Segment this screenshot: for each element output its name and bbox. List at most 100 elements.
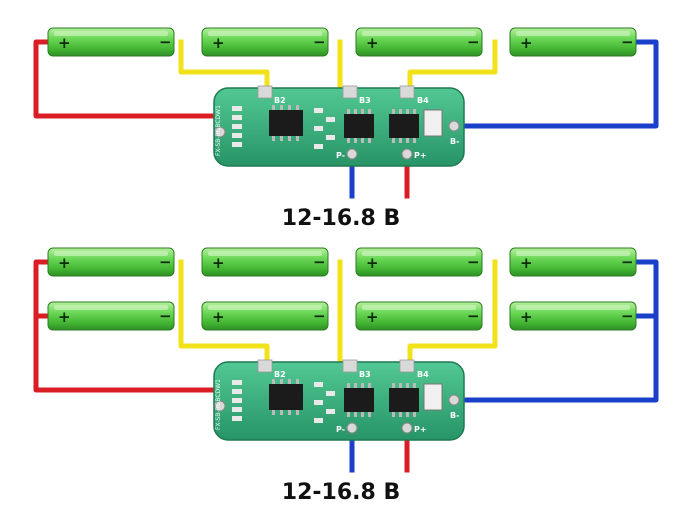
mosfet-pin	[361, 109, 364, 114]
battery-cell-negative-mark: −	[467, 253, 480, 271]
battery-cell-negative-mark: −	[159, 33, 172, 51]
ic-pin	[288, 136, 291, 141]
smd-resistor	[232, 398, 242, 403]
pcb-silkscreen: FX-SB-RGBCDW1	[215, 379, 222, 430]
mosfet-pin	[406, 109, 409, 114]
smd-capacitor	[326, 391, 335, 396]
ic-pin	[288, 379, 291, 384]
mosfet-pin	[413, 109, 416, 114]
ic-pin	[272, 136, 275, 141]
battery-cell-shine	[54, 251, 168, 256]
p-minus-pad	[346, 148, 358, 160]
battery-cell-shine	[516, 305, 630, 310]
balance-wire-b4	[407, 39, 498, 91]
balance-pad	[342, 85, 358, 99]
b-minus-pad	[448, 394, 460, 406]
battery-cell-shine	[362, 251, 476, 256]
mosfet-pin	[368, 383, 371, 388]
battery-cell-negative-mark: −	[467, 33, 480, 51]
mosfet-pin	[392, 109, 395, 114]
ic-pin	[280, 136, 283, 141]
mosfet-pin	[361, 412, 364, 417]
mosfet-pin	[361, 138, 364, 143]
battery-cell-shine	[208, 305, 322, 310]
mosfet-pin	[399, 109, 402, 114]
balance-pad	[399, 85, 415, 99]
mosfet-pin	[354, 383, 357, 388]
mosfet-pin	[347, 109, 350, 114]
mosfet-chip	[389, 388, 419, 412]
smd-resistor	[232, 106, 242, 111]
battery-cell-negative-mark: −	[159, 307, 172, 325]
smd-capacitor	[314, 418, 323, 423]
battery-cell-positive-mark: +	[366, 254, 379, 272]
battery-cell-positive-mark: +	[58, 254, 71, 272]
mosfet-pin	[347, 383, 350, 388]
ic-pin	[272, 410, 275, 415]
battery-cell-positive-mark: +	[366, 308, 379, 326]
smd-capacitor	[326, 117, 335, 122]
battery-cell-positive-mark: +	[520, 308, 533, 326]
b-plus-pad	[214, 400, 226, 412]
smd-capacitor	[314, 400, 323, 405]
mosfet-chip	[344, 114, 374, 138]
battery-positive-wire	[33, 39, 223, 119]
ic-pin	[288, 410, 291, 415]
pcb-silkscreen: FX-SB-RGBCDW1	[215, 105, 222, 156]
pad-label: B-	[450, 411, 459, 420]
battery-cell-negative-mark: −	[159, 253, 172, 271]
mosfet-chip	[344, 388, 374, 412]
mosfet-pin	[368, 109, 371, 114]
sense-resistor	[423, 383, 443, 411]
pad-label: B4	[417, 96, 429, 105]
voltage-label-top: 12-16.8 В	[281, 206, 401, 231]
battery-cell-negative-mark: −	[313, 33, 326, 51]
battery-cell-positive-mark: +	[58, 34, 71, 52]
smd-resistor	[232, 124, 242, 129]
mosfet-pin	[399, 412, 402, 417]
battery-cell-negative-mark: −	[621, 33, 634, 51]
pad-label: B3	[359, 370, 371, 379]
b-plus-pad	[214, 126, 226, 138]
b-minus-pad	[448, 120, 460, 132]
pad-label: P+	[414, 151, 427, 160]
smd-resistor	[232, 416, 242, 421]
balance-pad	[399, 359, 415, 373]
mosfet-pin	[406, 412, 409, 417]
ic-pin	[280, 410, 283, 415]
mosfet-pin	[354, 412, 357, 417]
mosfet-pin	[354, 109, 357, 114]
mosfet-chip	[389, 114, 419, 138]
mosfet-pin	[399, 383, 402, 388]
battery-cell-shine	[362, 305, 476, 310]
p-minus-pad	[346, 422, 358, 434]
smd-resistor	[232, 407, 242, 412]
pad-label: P-	[336, 151, 345, 160]
battery-cell-shine	[54, 31, 168, 36]
mosfet-pin	[392, 138, 395, 143]
ic-pin	[288, 105, 291, 110]
ic-pin	[296, 136, 299, 141]
mosfet-pin	[354, 138, 357, 143]
ic-pin	[272, 105, 275, 110]
battery-cell-positive-mark: +	[520, 34, 533, 52]
smd-resistor	[232, 115, 242, 120]
ic-pin	[296, 379, 299, 384]
ic-pin	[280, 379, 283, 384]
sense-resistor	[423, 109, 443, 137]
protection-ic	[269, 384, 303, 410]
smd-resistor	[232, 389, 242, 394]
smd-capacitor	[314, 144, 323, 149]
battery-cell-positive-mark: +	[212, 254, 225, 272]
mosfet-pin	[361, 383, 364, 388]
mosfet-pin	[347, 138, 350, 143]
mosfet-pin	[406, 138, 409, 143]
smd-resistor	[232, 380, 242, 385]
battery-cell-negative-mark: −	[313, 253, 326, 271]
mosfet-pin	[413, 138, 416, 143]
battery-negative-wire	[451, 39, 659, 129]
pad-label: B4	[417, 370, 429, 379]
balance-wire-b4	[407, 313, 498, 365]
